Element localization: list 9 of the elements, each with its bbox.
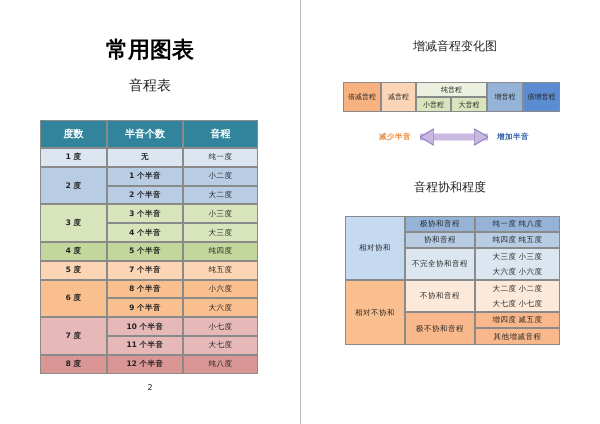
- column-header: 度数: [40, 120, 107, 148]
- column-header: 半音个数: [107, 120, 183, 148]
- section-title: 音程协和程度: [413, 178, 487, 196]
- page-title: 常用图表: [105, 37, 195, 65]
- double-arrow: [419, 128, 489, 146]
- table-title: 音程表: [128, 77, 172, 96]
- page-number: 2: [146, 382, 154, 394]
- column-header: 音程: [183, 120, 258, 148]
- section-title: 增减音程变化图: [412, 38, 498, 54]
